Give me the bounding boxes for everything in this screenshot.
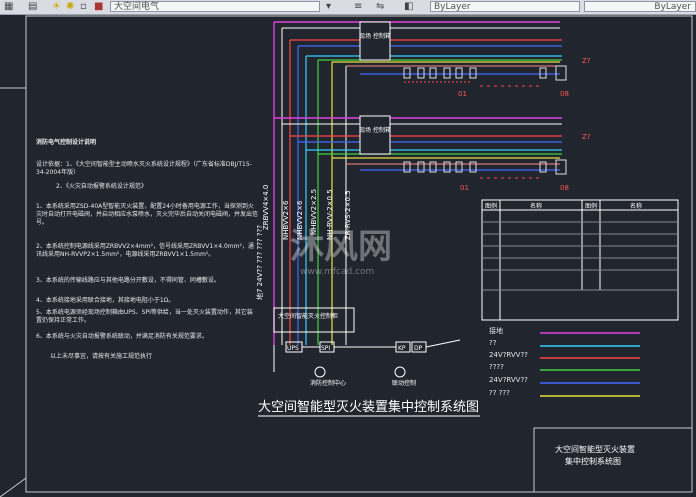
legend-line-5: 24V?RVV?? (489, 376, 528, 384)
cad-toolbar: ▦ ▤ ☀ ✺ ▫ ■ 大空间电气 ▾ ≡ ⇋ ◧ ByLayer ByLaye… (0, 0, 696, 15)
match-layer-icon[interactable]: ◧ (404, 1, 414, 12)
fire-center-label: 消防控制中心 (310, 379, 346, 387)
corner-title-line2: 集中控制系统图 (565, 456, 621, 466)
device-last-mid: 08 (560, 184, 569, 192)
legend-header-4: 名称 (630, 202, 642, 210)
notes-line-3: 1、本系统采用ZSD-40A型智能灭火装置，配置24小时备用电源工作，当探测到火… (36, 203, 259, 226)
layer-icon[interactable]: ▦ (4, 1, 14, 12)
notes-line-8: 6、本系统与火灾自动报警系统联动，并满足消防有关规范要求。 (36, 333, 208, 340)
watermark-url: www.mfcad.com (300, 267, 374, 277)
legend-header-1: 图例 (485, 202, 497, 210)
notes-heading: 消防电气控制设计说明 (36, 139, 97, 146)
legend-line-4: ???? (489, 363, 504, 371)
chevron-down-icon[interactable]: ▾ (326, 1, 332, 12)
layer-dropdown[interactable]: 大空间电气 (110, 1, 320, 12)
controller-label-mid: 现场 控制箱 (359, 126, 391, 134)
spi-label: SPI (321, 345, 330, 352)
dp-label: DP (414, 345, 423, 352)
legend-line-6: ?? ??? (489, 389, 510, 397)
layer-previous-icon[interactable]: ⇋ (376, 1, 385, 12)
legend-header-2: 名称 (530, 202, 542, 210)
notes-line-1: 设计依据：1、《大空间智能型主动喷水灭火系统设计规程》（广东省标准DBJ/T15… (36, 161, 252, 176)
legend-line-3: 24V?RVV?? (489, 351, 528, 359)
kp-label: KP (398, 345, 406, 352)
lightbulb-icon[interactable]: ☀ (52, 1, 61, 12)
layer-states-icon[interactable]: ▤ (28, 1, 38, 12)
controller-box-mid (359, 115, 391, 155)
notes-line-9: 以上未尽事宜，请按有关施工规范执行 (50, 353, 153, 360)
drawing-canvas[interactable]: 现场 控制箱 现场 控制箱 01 08 01 08 Z? Z? ZRBVV4×4… (0, 15, 696, 497)
control-cabinet (273, 307, 355, 333)
linkage-label: 联动控制 (392, 379, 416, 387)
lock-icon[interactable]: ▫ (80, 1, 87, 12)
color-swatch-icon[interactable]: ■ (94, 1, 104, 12)
notes-line-4: 2、本系统控制电源线采用ZRBVV2×4mm²，信号线采用ZRBVV1×4.0m… (36, 243, 254, 258)
left-vertical-label: 地7 24V?? ??? ??? ??? (255, 225, 264, 300)
linetype-dropdown[interactable]: ByLayer (430, 1, 580, 12)
legend-line-2: ?? (489, 339, 497, 347)
notes-line-2: 2、《火灾自动报警系统设计规范》 (56, 183, 147, 190)
controller-box-top (359, 21, 391, 61)
cable-label-1: ZRBVV4×4.0 (262, 185, 270, 230)
device-group-mid (403, 159, 567, 179)
device-group-top (403, 65, 567, 87)
diagram-title: 大空间智能型灭火装置集中控制系统图 (258, 399, 479, 415)
notes-line-7: 5、本系统电源须经现场控制箱由UPS、SPI等供给，当一处灭火装置动作，其它装置… (36, 309, 253, 324)
cable-label-2: NHBVV2×6 (282, 200, 290, 240)
device-first-mid: 01 (460, 184, 469, 192)
ups-label: UPS (287, 345, 299, 352)
cable-label-4: NHBVV2×2.5 (310, 189, 318, 235)
device-first-top: 01 (458, 90, 467, 98)
notes-line-6: 4、本系统接地采用联合接地，其接地电阻小于1Ω。 (36, 297, 175, 304)
watermark: 沐风网 (290, 227, 392, 267)
device-last-top: 08 (560, 90, 569, 98)
lineweight-dropdown[interactable]: ByLayer (584, 1, 696, 12)
sun-icon[interactable]: ✺ (66, 1, 75, 12)
cable-label-6: ZR-RVS-2×0.5 (344, 190, 352, 240)
cad-drawing: 现场 控制箱 现场 控制箱 01 08 01 08 Z? Z? ZRBVV4×4… (0, 15, 693, 497)
legend-header-3: 图例 (585, 202, 597, 210)
controller-label-top: 现场 控制箱 (359, 32, 391, 40)
notes-line-5: 3、本系统的传输线路应与其他电路分开敷设，不得同管、同槽敷设。 (36, 277, 220, 284)
zone-mid: Z? (582, 133, 591, 141)
corner-title-line1: 大空间智能型灭火装置 (555, 444, 635, 454)
legend-line-1: 接地 (489, 327, 503, 335)
cabinet-label: 大空间智能灭火控制柜 (278, 312, 338, 320)
line-legend (540, 332, 640, 397)
legend-table: 图例 名称 图例 名称 (481, 199, 679, 321)
zone-top: Z? (582, 57, 591, 65)
make-current-icon[interactable]: ≡ (354, 1, 363, 12)
cable-label-5: NH-RVV-2×0.5 (326, 189, 334, 240)
cable-label-3: NHBVV2×6 (296, 200, 304, 240)
